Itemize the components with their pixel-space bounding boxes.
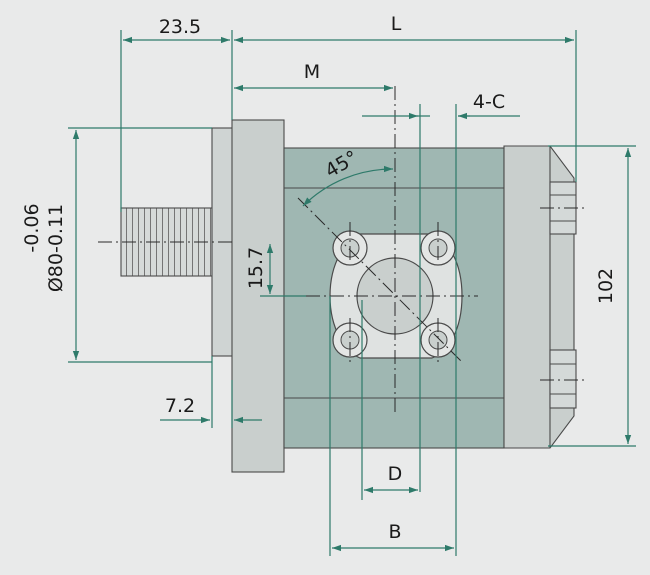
dimension-L: L [231, 13, 577, 182]
dimension-23-5: 23.5 [120, 16, 230, 212]
center-lines [98, 86, 478, 412]
dimension-4-C: 4-C [362, 91, 520, 492]
label-102: 102 [595, 268, 617, 304]
dimension-D: D [361, 300, 418, 500]
label-M: M [304, 61, 320, 83]
dimension-15-7: 15.7 [245, 244, 306, 297]
bolt-hole-bottom-left [332, 322, 368, 358]
label-23-5: 23.5 [159, 16, 201, 38]
cap-nut-upper [540, 181, 588, 235]
label-tolerance-upper: -0.06 [21, 203, 43, 252]
dimension-B: B [329, 296, 457, 556]
bolt-hole-bottom-right [420, 322, 456, 358]
label-B: B [388, 521, 401, 543]
cap-nut-lower [540, 349, 588, 409]
dimension-102: 102 [548, 145, 636, 447]
dimension-diameter-80: -0.06 Ø80-0.11 [21, 127, 212, 363]
label-7-2: 7.2 [165, 395, 195, 417]
dimension-M: M [234, 61, 393, 92]
label-diameter: Ø80-0.11 [45, 204, 67, 292]
label-L: L [391, 13, 402, 35]
label-15-7: 15.7 [245, 247, 267, 289]
dimension-7-2: 7.2 [160, 356, 262, 428]
label-4-C: 4-C [473, 91, 505, 113]
label-D: D [388, 463, 403, 485]
